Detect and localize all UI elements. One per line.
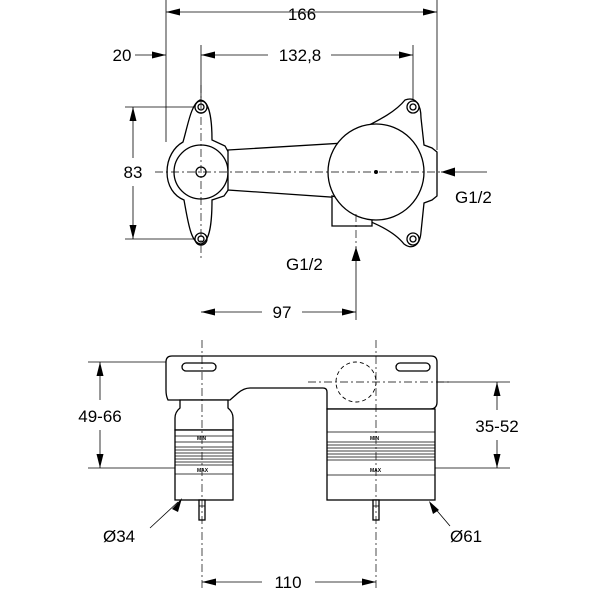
dim-height-left: 49-66: [78, 407, 121, 426]
left-thread: [175, 446, 233, 466]
dim-top-width: 166: [288, 5, 316, 24]
dimensions: 166 20 132,8 83 G1/2 G1/2: [78, 0, 519, 592]
dim-diameter-right: Ø61: [450, 527, 482, 546]
label-inlet-bottom: G1/2: [286, 255, 323, 274]
dim-left-offset: 20: [113, 46, 132, 65]
plan-view: [155, 85, 455, 260]
mount-hole-bottom-right: [406, 232, 420, 246]
dim-diameter-left: Ø34: [103, 527, 135, 546]
dim-center-distance-bottom: 110: [274, 573, 301, 592]
left-max-mark: MAX: [197, 468, 209, 474]
dim-center-distance-inlet: 97: [273, 303, 292, 322]
front-view: MIN MAX MIN MAX: [165, 340, 450, 590]
mount-hole-top-right: [406, 100, 420, 114]
right-min-mark: MIN: [370, 436, 380, 442]
right-cartridge: [326, 408, 436, 501]
dim-height-plan: 83: [124, 163, 143, 182]
right-thread: [327, 441, 435, 461]
dim-center-distance-top: 132,8: [279, 46, 322, 65]
right-slot: [395, 362, 431, 372]
left-slot: [181, 362, 217, 372]
label-inlet-side: G1/2: [455, 188, 492, 207]
left-neck: [174, 399, 234, 431]
dim-height-right: 35-52: [475, 417, 518, 436]
